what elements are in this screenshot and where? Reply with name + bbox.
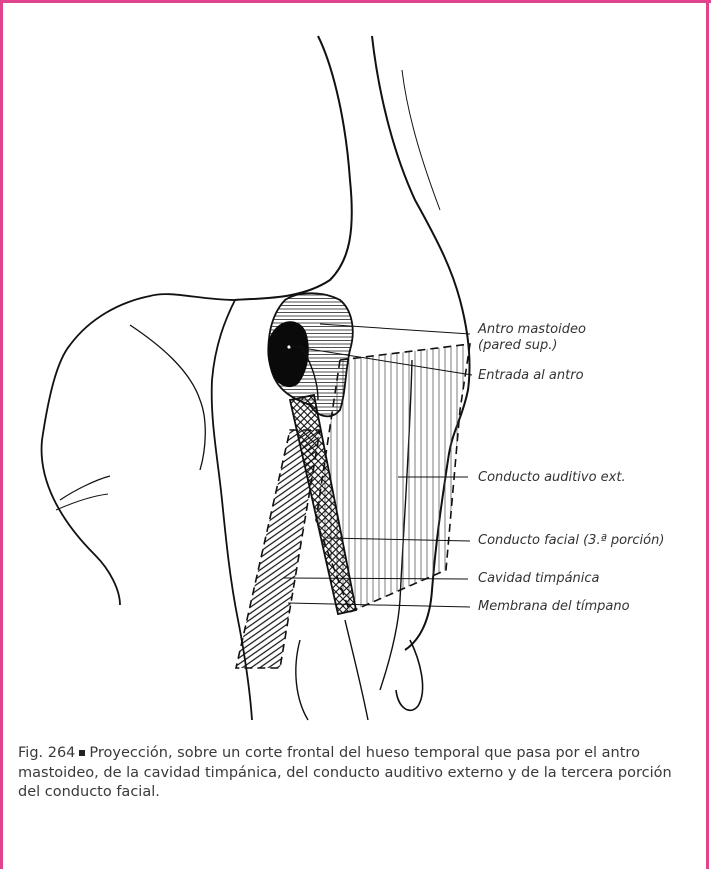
petrous-fine-line-2 [56, 494, 108, 510]
leader-cavidad [284, 578, 468, 579]
label-conducto-auditivo: Conducto auditivo ext. [478, 470, 626, 486]
petrous-fine-line [60, 476, 110, 500]
petrous-outline [42, 294, 235, 605]
caption-text: Proyección, sobre un corte frontal del h… [18, 745, 672, 800]
label-cavidad-timpanica: Cavidad timpánica [478, 571, 600, 587]
inner-surface-line [402, 70, 440, 210]
lower-tip-line [345, 620, 368, 720]
label-conducto-facial: Conducto facial (3.ª porción) [478, 533, 664, 549]
petrous-ridge [130, 325, 205, 470]
skull-wall-outer-contour [235, 36, 352, 300]
figure-number: Fig. 264 [18, 745, 75, 761]
caption-bullet-icon [79, 750, 85, 756]
temporal-bone-illustration [0, 0, 711, 740]
label-membrana-timpano: Membrana del tímpano [478, 599, 630, 615]
label-antro-mastoideo: Antro mastoideo [478, 322, 586, 338]
label-pared-sup: (pared sup.) [478, 338, 558, 354]
leader-membrana [288, 603, 470, 607]
lower-curve [296, 640, 308, 720]
label-entrada-antro: Entrada al antro [478, 368, 584, 384]
mastoid-tip [396, 640, 423, 710]
